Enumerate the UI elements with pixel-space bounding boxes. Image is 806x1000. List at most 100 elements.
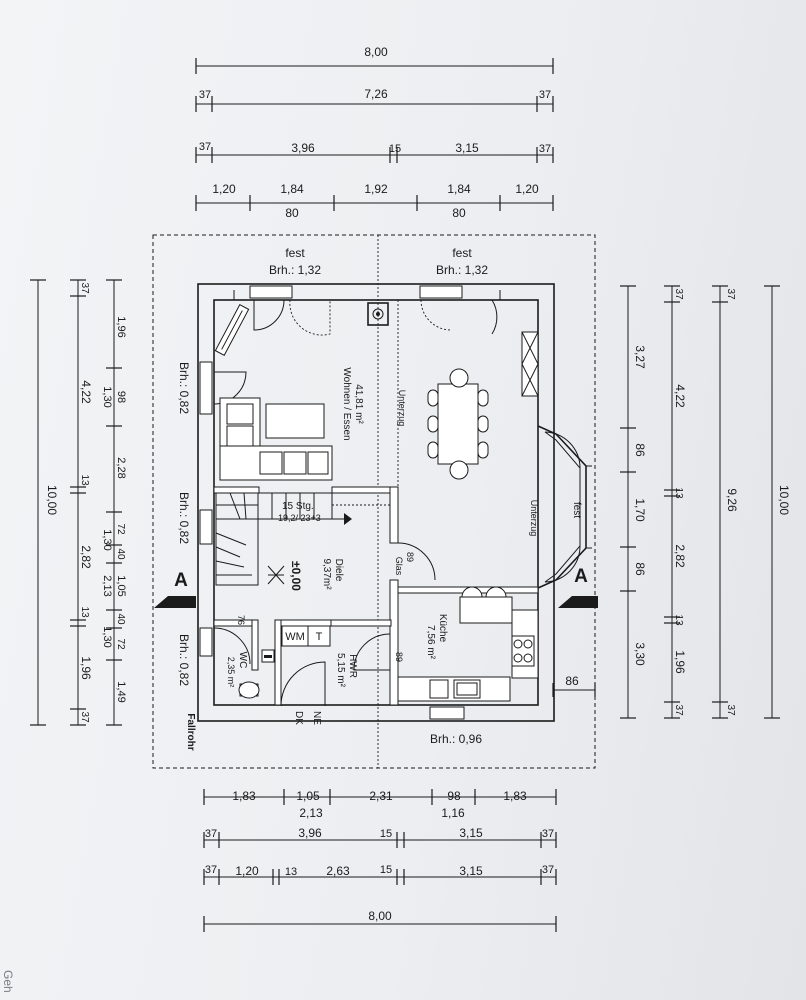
- top-dimension-chains: 8,00 37 7,26 37 37 3,96 15 3,15 37 1,20 …: [195, 45, 554, 220]
- right-dim-c1-c: 1,70: [633, 498, 647, 522]
- bottom-dim-r3-b: 1,20: [235, 864, 259, 878]
- left-dim-c3-k: 1,30: [101, 626, 113, 647]
- top-dim-row3-c: 15: [389, 143, 401, 155]
- bottom-dim-r1-a: 1,83: [232, 789, 256, 803]
- section-marker-right: A: [574, 566, 588, 587]
- top-dim-row4-d: 1,84: [447, 182, 471, 196]
- left-dim-c3-c: 98: [115, 391, 127, 403]
- left-dim-c2-f: 1,96: [79, 656, 93, 680]
- window-sill-bottom: Brh.: 0,96: [430, 732, 482, 746]
- window-sill-left-2: Brh.: 0,82: [177, 492, 191, 544]
- right-dim-c2-b: 4,22: [673, 384, 687, 408]
- washer-label: WM: [285, 631, 305, 643]
- left-dimension-chains: 10,00 37 4,22 13 2,82 13 1,96 37 1,96 1,…: [30, 279, 127, 726]
- left-dim-c3-h: 2,13: [101, 575, 113, 596]
- bottom-dim-r2-b: 3,96: [298, 826, 322, 840]
- left-dim-c3-a: 1,96: [115, 316, 127, 337]
- bottom-dim-total: 8,00: [368, 909, 392, 923]
- left-dim-c3-f: 1,30: [101, 529, 113, 550]
- left-dim-c3-d: 2,28: [115, 457, 127, 478]
- bottom-dim-r1-lower-a: 2,13: [299, 806, 323, 820]
- top-dim-row4-b: 1,84: [280, 182, 304, 196]
- right-dim-c1-a: 3,27: [633, 345, 647, 369]
- room-area-utility: 5,15 m²: [335, 653, 346, 688]
- bottom-dim-r2-a: 37: [205, 828, 217, 840]
- bottom-dim-r2-e: 37: [542, 828, 554, 840]
- right-dim-c1-b: 86: [633, 443, 647, 457]
- window-fixed-label-left: fest: [285, 246, 305, 260]
- left-dim-c3-j: 40: [115, 613, 126, 625]
- room-area-kitchen: 7,56 m²: [425, 625, 436, 660]
- wc-door-width: 76: [236, 615, 246, 625]
- left-dim-c3-g: 40: [115, 548, 126, 560]
- bottom-dim-r1-lower-b: 1,16: [441, 806, 465, 820]
- ne-label: NE: [311, 711, 322, 725]
- left-dim-c3-b: 1,30: [101, 386, 113, 407]
- left-dim-c2-c: 13: [79, 474, 90, 486]
- bottom-dim-r1-e: 1,83: [503, 789, 527, 803]
- left-dim-c3-e: 72: [115, 523, 126, 535]
- window-sill-label-right: Brh.: 1,32: [436, 263, 488, 277]
- left-dim-c3-l: 72: [115, 638, 126, 650]
- right-dim-c3-a: 37: [725, 288, 736, 300]
- downpipe-label: Fallrohr: [185, 713, 196, 750]
- beam-label-2: Unterzug: [529, 500, 539, 537]
- right-dim-c3-b: 9,26: [725, 488, 739, 512]
- top-dim-row3-b: 3,96: [291, 141, 315, 155]
- glass-door-label: Glas: [394, 557, 404, 576]
- window-sill-left-1: Brh.: 0,82: [177, 362, 191, 414]
- left-dim-c2-g: 37: [79, 711, 90, 723]
- cut-off-caption: Geh: [1, 970, 15, 993]
- top-dim-row4-a: 1,20: [212, 182, 236, 196]
- right-dim-c1-e: 3,30: [633, 642, 647, 666]
- bottom-dim-r3-d: 2,63: [326, 864, 350, 878]
- top-dim-row3-d: 3,15: [455, 141, 479, 155]
- room-name-wc: WC: [237, 652, 248, 669]
- bottom-dim-r3-e: 15: [380, 864, 392, 876]
- top-dim-total: 8,00: [364, 45, 388, 59]
- bottom-dimension-chains: 1,83 1,05 2,31 98 1,83 2,13 1,16 37 3,96…: [203, 789, 557, 932]
- top-dim-row4-c: 1,92: [364, 182, 388, 196]
- left-dim-c3-m: 1,49: [115, 681, 127, 702]
- right-dim-c1-d: 86: [633, 562, 647, 576]
- left-dim-total: 10,00: [45, 485, 59, 515]
- left-dim-c2-a: 37: [79, 282, 90, 294]
- bottom-dim-r3-f: 3,15: [459, 864, 483, 878]
- bottom-dim-r1-b: 1,05: [296, 789, 320, 803]
- bay-fixed-label: fest: [571, 502, 582, 518]
- top-dim-opening-right: 80: [452, 206, 466, 220]
- top-dim-wall-left: 37: [199, 89, 211, 101]
- roof-overhang-outline: [152, 234, 596, 769]
- right-dim-total: 10,00: [777, 485, 791, 515]
- bottom-dim-r3-a: 37: [205, 864, 217, 876]
- stairs-count: 15 Stg.: [282, 501, 314, 512]
- level-symbol: [267, 565, 285, 585]
- top-dim-row4-e: 1,20: [515, 182, 539, 196]
- room-area-hall: 9,37m²: [321, 558, 332, 590]
- bay-depth-dim: 86: [565, 674, 579, 688]
- right-dim-c2-e: 13: [673, 614, 684, 626]
- staircase: [215, 492, 390, 586]
- glass-door-width: 89: [405, 552, 415, 562]
- room-name-kitchen: Küche: [437, 614, 448, 643]
- top-dim-wall-right: 37: [539, 89, 551, 101]
- level-mark: ±0,00: [289, 561, 303, 591]
- room-name-utility: HWR: [347, 654, 358, 678]
- bottom-dim-r3-g: 37: [542, 864, 554, 876]
- room-name-hall: Diele: [333, 559, 344, 582]
- top-dim-row3-e: 37: [539, 143, 551, 155]
- dryer-label: T: [316, 631, 323, 643]
- bottom-dim-r2-d: 3,15: [459, 826, 483, 840]
- window-sill-label-left: Brh.: 1,32: [269, 263, 321, 277]
- left-dim-c2-d: 2,82: [79, 545, 93, 569]
- left-dim-c2-e: 13: [79, 606, 90, 618]
- right-dim-c2-c: 13: [673, 487, 684, 499]
- room-area-living: 41,81 m²: [353, 384, 364, 424]
- beams: [397, 300, 539, 587]
- windows: [199, 285, 501, 720]
- room-name-living: Wohnen / Essen: [341, 367, 352, 440]
- dk-label: DK: [293, 711, 304, 725]
- top-dim-inner: 7,26: [364, 87, 388, 101]
- labels: fest Brh.: 1,32 fest Brh.: 1,32 Brh.: 0,…: [1, 246, 588, 993]
